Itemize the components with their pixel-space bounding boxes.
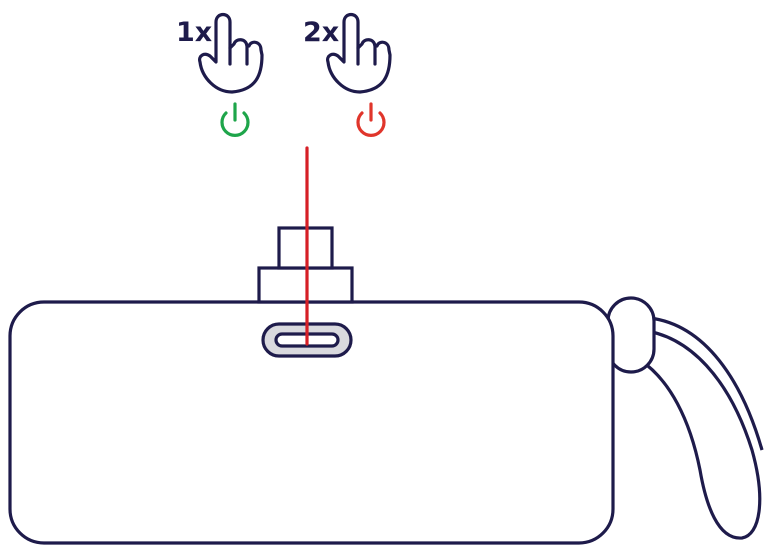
hand-tap-icon xyxy=(198,12,264,94)
power-bank xyxy=(8,226,764,545)
single-press-instruction: 1x xyxy=(176,12,264,137)
strap-connector xyxy=(606,296,656,374)
double-press-instruction: 2x xyxy=(303,12,392,137)
double-press-label: 2x xyxy=(303,17,339,48)
power-icon-red xyxy=(356,102,386,137)
single-press-label: 1x xyxy=(176,17,212,48)
power-icon-green xyxy=(220,102,250,137)
hand-tap-icon xyxy=(326,12,392,94)
lanyard-strap xyxy=(639,328,762,540)
